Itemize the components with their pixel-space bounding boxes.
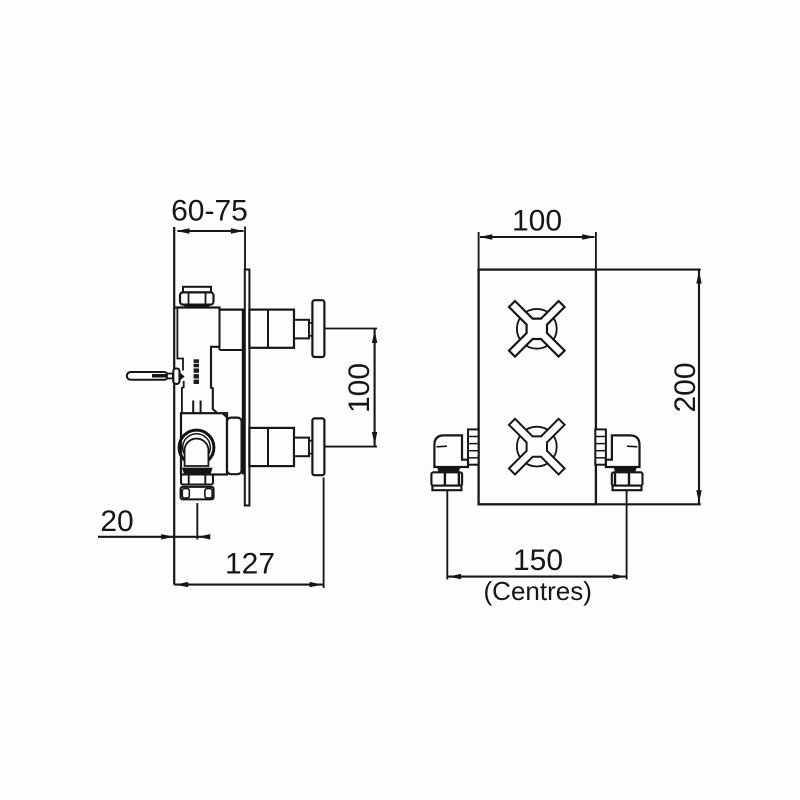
svg-text:100: 100 (343, 363, 376, 413)
svg-text:60-75: 60-75 (171, 195, 248, 228)
svg-text:100: 100 (512, 205, 562, 238)
svg-text:200: 200 (669, 362, 702, 412)
svg-text:127: 127 (225, 548, 275, 581)
svg-text:20: 20 (100, 505, 133, 538)
svg-text:(Centres): (Centres) (484, 576, 592, 606)
svg-text:150: 150 (513, 544, 563, 577)
